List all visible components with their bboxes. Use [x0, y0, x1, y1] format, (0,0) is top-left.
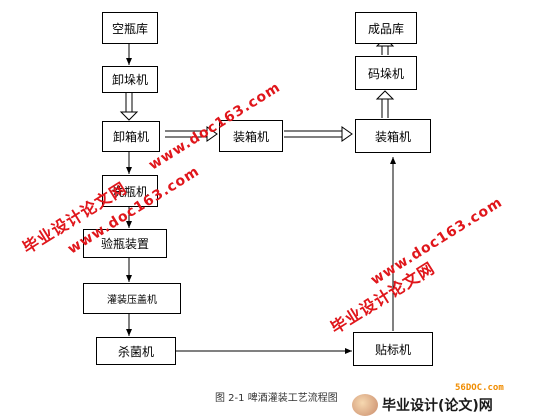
node-unstack: 卸垛机: [102, 66, 158, 93]
node-finished-store: 成品库: [355, 12, 417, 44]
round-logo-icon: [352, 394, 378, 416]
node-bottle-inspect: 验瓶装置: [83, 229, 167, 258]
connector-packer-to-stacker: [375, 90, 395, 118]
node-sterilize: 杀菌机: [96, 337, 176, 365]
figure-caption: 图 2-1 啤酒灌装工艺流程图: [215, 393, 338, 404]
connector-unstack-to-uncase: [119, 93, 139, 121]
node-case-packer-mid: 装箱机: [219, 120, 283, 152]
footer-logo: 毕业设计(论文)网: [352, 393, 532, 417]
node-label: 贴标机: [353, 332, 433, 366]
site-domain: 56DOC.com: [455, 383, 504, 393]
node-empty-bottle-store: 空瓶库: [102, 12, 158, 44]
footer-logo-text: 毕业设计(论文)网: [382, 398, 493, 414]
connector-uncase-to-packer-mid: [165, 126, 218, 142]
node-fill-cap: 灌装压盖机: [83, 283, 181, 314]
connector-packer-mid-to-right: [284, 126, 353, 142]
node-uncase: 卸箱机: [102, 121, 160, 152]
node-case-packer-right: 装箱机: [355, 119, 431, 153]
node-stacker: 码垛机: [355, 56, 417, 90]
node-bottle-wash: 洗瓶机: [102, 175, 158, 207]
